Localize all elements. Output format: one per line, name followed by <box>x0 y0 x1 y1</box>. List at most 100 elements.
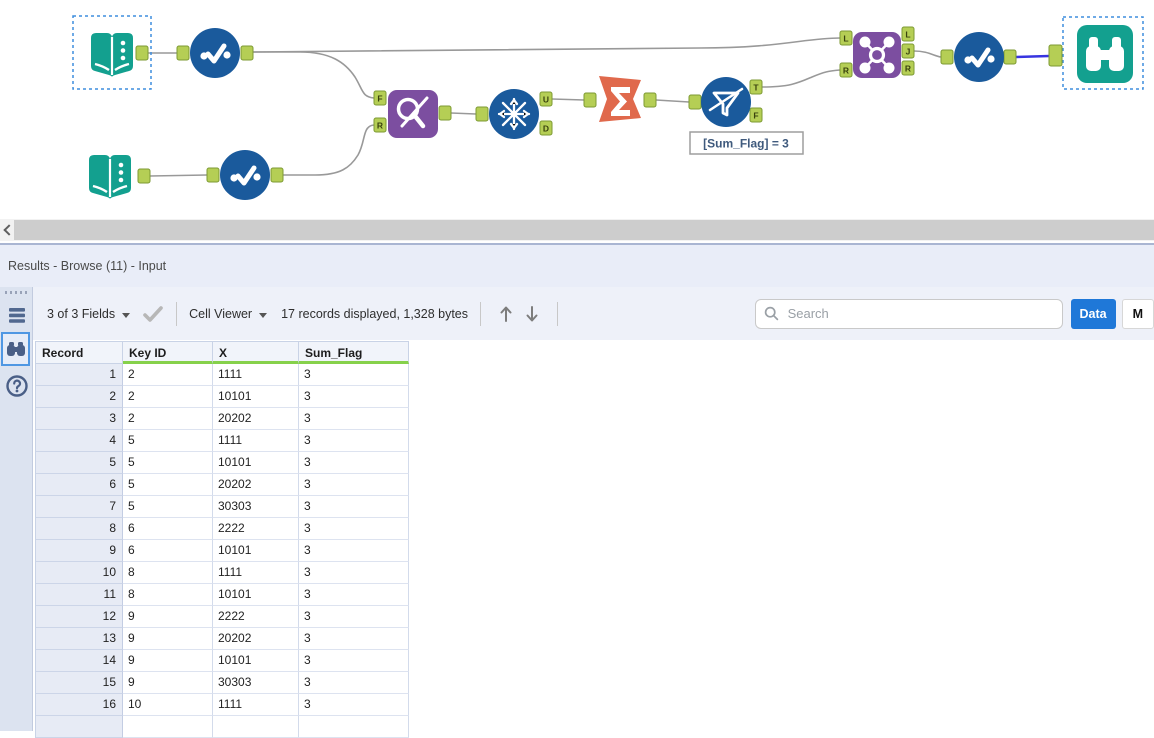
connection-findreplace-unique[interactable] <box>450 112 477 115</box>
data-cell[interactable]: 2 <box>123 408 213 430</box>
data-cell[interactable]: 3 <box>299 606 409 628</box>
data-cell[interactable]: 9 <box>123 628 213 650</box>
anchor-port-L-in[interactable] <box>839 30 853 46</box>
data-cell[interactable]: 3 <box>299 694 409 716</box>
scroll-left-button[interactable] <box>0 219 15 241</box>
record-cell[interactable]: 16 <box>36 694 123 716</box>
data-cell[interactable]: 1111 <box>213 562 299 584</box>
anchor-port-F[interactable] <box>373 90 387 106</box>
anchor-input[interactable] <box>940 49 954 65</box>
data-cell[interactable]: 9 <box>123 606 213 628</box>
data-cell[interactable]: 3 <box>299 386 409 408</box>
connection-select1-join-L[interactable] <box>252 37 841 53</box>
anchor-input[interactable] <box>583 92 597 108</box>
record-cell[interactable]: 1 <box>36 364 123 386</box>
record-cell[interactable]: 2 <box>36 386 123 408</box>
browse-view-button[interactable] <box>1 332 30 366</box>
data-cell[interactable]: 5 <box>123 430 213 452</box>
data-cell[interactable]: 3 <box>299 584 409 606</box>
column-header[interactable]: X <box>213 341 299 364</box>
data-tab-button[interactable]: Data <box>1070 298 1116 329</box>
anchor-output[interactable] <box>137 168 151 184</box>
data-cell[interactable]: 3 <box>299 518 409 540</box>
data-cell[interactable]: 3 <box>299 650 409 672</box>
connection-select3-browse-selected[interactable] <box>1015 54 1050 59</box>
anchor-input[interactable] <box>688 94 702 110</box>
record-cell[interactable]: 7 <box>36 496 123 518</box>
scrollbar-thumb[interactable] <box>14 220 1154 240</box>
tool-find-replace[interactable] <box>388 90 438 138</box>
record-cell[interactable]: 15 <box>36 672 123 694</box>
data-cell[interactable]: 3 <box>299 452 409 474</box>
record-cell[interactable]: 4 <box>36 430 123 452</box>
record-cell[interactable]: 12 <box>36 606 123 628</box>
anchor-port-R-in[interactable] <box>839 62 853 78</box>
column-header[interactable]: Key ID <box>123 341 213 364</box>
scroll-down-button[interactable] <box>524 304 540 324</box>
record-cell[interactable]: 14 <box>36 650 123 672</box>
connection-join-J-select3[interactable] <box>913 50 942 58</box>
drag-handle-icon[interactable] <box>5 291 27 294</box>
data-cell[interactable]: 3 <box>299 430 409 452</box>
connection-unique-summarize[interactable] <box>551 98 585 101</box>
data-cell[interactable]: 3 <box>299 364 409 386</box>
data-cell[interactable]: 10101 <box>213 386 299 408</box>
data-cell[interactable]: 8 <box>123 584 213 606</box>
scroll-up-button[interactable] <box>498 304 514 324</box>
anchor-port-R[interactable] <box>373 117 387 133</box>
data-cell[interactable]: 20202 <box>213 474 299 496</box>
data-cell[interactable]: 30303 <box>213 496 299 518</box>
data-cell[interactable]: 3 <box>299 672 409 694</box>
connection-filter-T-join-R[interactable] <box>761 69 841 88</box>
column-header[interactable]: Record <box>36 341 123 364</box>
data-cell[interactable]: 20202 <box>213 628 299 650</box>
data-cell[interactable] <box>213 716 299 738</box>
record-cell[interactable]: 9 <box>36 540 123 562</box>
metadata-tab-button[interactable]: M <box>1121 298 1154 329</box>
data-cell[interactable]: 5 <box>123 452 213 474</box>
tool-select-1[interactable] <box>190 28 240 78</box>
data-cell[interactable]: 3 <box>299 562 409 584</box>
anchor-output[interactable] <box>240 45 254 61</box>
anchor-port-J-out[interactable] <box>901 43 915 59</box>
anchor-output[interactable] <box>270 167 284 183</box>
data-cell[interactable]: 2 <box>123 364 213 386</box>
connection-select2-findreplace-R[interactable] <box>283 124 375 176</box>
data-cell[interactable]: 3 <box>299 474 409 496</box>
data-cell[interactable] <box>123 716 213 738</box>
tool-input-data-1[interactable] <box>91 33 133 77</box>
data-cell[interactable]: 10101 <box>213 584 299 606</box>
connection-input2-select2[interactable] <box>149 174 208 177</box>
record-cell[interactable]: 10 <box>36 562 123 584</box>
data-cell[interactable]: 3 <box>299 540 409 562</box>
tool-select-2[interactable] <box>220 150 270 200</box>
data-cell[interactable]: 2222 <box>213 606 299 628</box>
anchor-port-F2[interactable] <box>749 107 763 123</box>
anchor-input[interactable] <box>176 45 190 61</box>
record-cell[interactable]: 5 <box>36 452 123 474</box>
apply-check-icon[interactable] <box>142 305 164 323</box>
tool-browse[interactable] <box>1077 25 1133 83</box>
data-cell[interactable]: 9 <box>123 672 213 694</box>
panel-divider[interactable] <box>0 241 1154 245</box>
data-cell[interactable]: 2 <box>123 386 213 408</box>
data-cell[interactable]: 1111 <box>213 694 299 716</box>
record-cell[interactable]: 11 <box>36 584 123 606</box>
horizontal-scrollbar[interactable] <box>0 219 1154 241</box>
record-cell[interactable]: 6 <box>36 474 123 496</box>
data-cell[interactable]: 6 <box>123 518 213 540</box>
record-cell[interactable] <box>36 716 123 738</box>
column-header[interactable]: Sum_Flag <box>299 341 409 364</box>
workflow-canvas[interactable]: F R U D T F L R L J R <box>0 0 1154 219</box>
connection-summarize-filter[interactable] <box>655 99 690 103</box>
data-cell[interactable]: 10 <box>123 694 213 716</box>
anchor-port-U[interactable] <box>539 91 553 107</box>
data-cell[interactable]: 1111 <box>213 430 299 452</box>
data-cell[interactable]: 8 <box>123 562 213 584</box>
record-cell[interactable]: 13 <box>36 628 123 650</box>
anchor-input[interactable] <box>475 106 489 122</box>
data-cell[interactable]: 10101 <box>213 452 299 474</box>
data-cell[interactable]: 10101 <box>213 650 299 672</box>
data-cell[interactable]: 10101 <box>213 540 299 562</box>
search-input[interactable] <box>785 305 1054 322</box>
